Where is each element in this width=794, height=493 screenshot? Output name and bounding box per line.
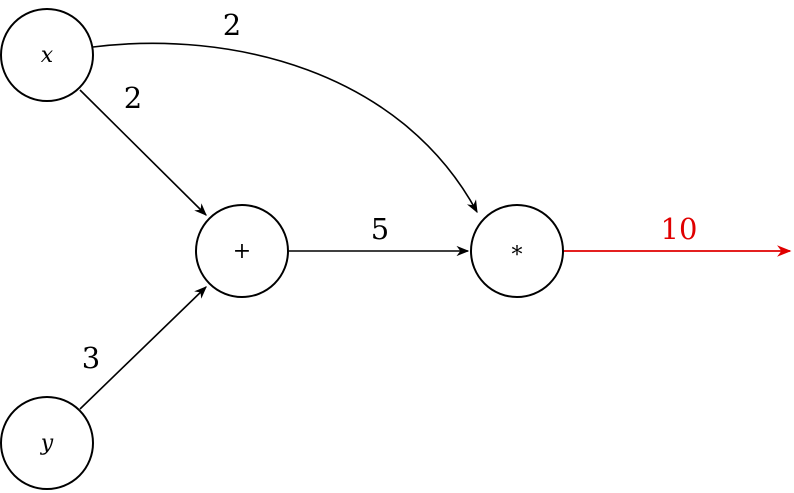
node-y-label: y	[40, 431, 54, 456]
node-add-label: +	[233, 239, 251, 264]
edge-x-to-mul-label: 2	[223, 8, 241, 42]
edge-y-to-add-label: 3	[82, 341, 100, 375]
edge-output-label: 10	[661, 212, 698, 246]
edge-x-to-add-label: 2	[124, 81, 142, 115]
edge-y-to-add	[79, 286, 207, 410]
node-mul-label: *	[512, 243, 523, 268]
edge-x-to-mul	[92, 42, 478, 214]
edge-x-to-add	[79, 89, 207, 216]
node-mul: *	[470, 204, 564, 298]
node-y: y	[0, 396, 94, 490]
node-add: +	[195, 204, 289, 298]
node-x: x	[0, 8, 94, 102]
edge-add-to-mul-label: 5	[371, 212, 389, 246]
node-x-label: x	[41, 43, 54, 68]
